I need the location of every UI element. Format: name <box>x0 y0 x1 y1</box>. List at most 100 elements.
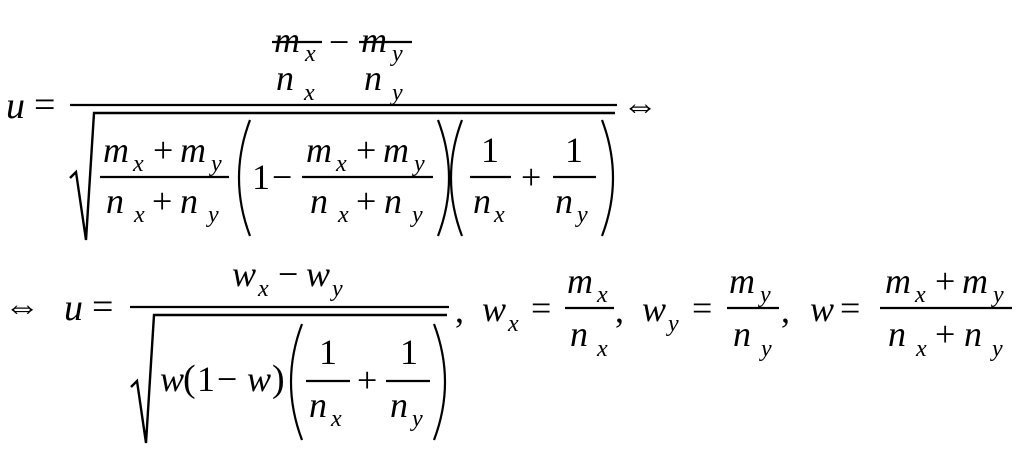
subscript-y: y <box>206 202 219 228</box>
subscript-y: y <box>390 41 403 67</box>
definition-w-y: w y = m y n y , <box>642 261 790 362</box>
n-variable: n <box>180 181 198 221</box>
reciprocal-sum-group-1: 1 n x + 1 n y <box>449 119 615 237</box>
subscript-y: y <box>575 202 588 228</box>
subscript-x: x <box>507 311 519 337</box>
subscript-y: y <box>410 406 423 432</box>
plus-sign: + <box>521 157 541 197</box>
comma: , <box>615 290 624 330</box>
subscript-x: x <box>493 202 505 228</box>
subscript-y: y <box>666 311 679 337</box>
minus-sign: − <box>278 254 298 294</box>
subscript-x: x <box>914 282 926 308</box>
definition-w: w = m x + m y n x + n y <box>810 261 1012 362</box>
w-variable: w <box>160 359 184 399</box>
comma: , <box>781 290 790 330</box>
square-root-symbol <box>69 111 615 241</box>
m-variable: m <box>567 261 593 301</box>
right-parenthesis: ) <box>272 358 285 400</box>
subscript-y: y <box>990 336 1003 362</box>
main-numerator: m x n x − m y n y <box>272 20 412 106</box>
left-parenthesis: ( <box>183 358 196 400</box>
comma: , <box>455 290 464 330</box>
subscript-y: y <box>410 202 423 228</box>
subscript-y: y <box>390 80 403 106</box>
right-parenthesis <box>436 119 451 237</box>
w-variable: w <box>482 289 506 329</box>
n-variable: n <box>310 181 328 221</box>
subscript-x: x <box>304 41 316 67</box>
subscript-x: x <box>335 151 347 177</box>
w-one-minus-w: w ( 1 − w ) <box>160 358 285 400</box>
w-variable: w <box>247 359 271 399</box>
minus-sign: − <box>329 22 349 62</box>
n-variable: n <box>570 314 588 354</box>
m-variable: m <box>383 130 409 170</box>
subscript-x: x <box>337 202 349 228</box>
m-variable: m <box>274 20 300 60</box>
plus-sign: + <box>935 261 955 301</box>
m-variable: m <box>180 130 206 170</box>
m-variable: m <box>306 130 332 170</box>
formula-line-1: u = m x n x − m y n y m x + m y n <box>6 20 658 241</box>
m-variable: m <box>729 261 755 301</box>
w-variable: w <box>642 289 666 329</box>
n-variable: n <box>733 314 751 354</box>
equals-sign: = <box>692 288 712 328</box>
w-variable: w <box>306 254 330 294</box>
n-variable: n <box>309 385 327 425</box>
subscript-y: y <box>412 151 425 177</box>
right-parenthesis <box>432 323 447 441</box>
w-variable: w <box>810 289 834 329</box>
plus-sign: + <box>356 181 376 221</box>
subscript-x: x <box>303 80 315 106</box>
subscript-x: x <box>133 202 145 228</box>
equals-sign: = <box>531 288 551 328</box>
left-parenthesis <box>237 119 252 237</box>
subscript-y: y <box>991 282 1004 308</box>
n-variable: n <box>473 181 491 221</box>
subscript-y: y <box>330 276 343 302</box>
subscript-x: x <box>596 282 608 308</box>
n-variable: n <box>364 58 382 98</box>
subscript-x: x <box>915 336 927 362</box>
n-variable: n <box>888 314 906 354</box>
number-one: 1 <box>400 332 418 372</box>
minus-sign: − <box>217 359 237 399</box>
m-variable: m <box>885 261 911 301</box>
formula-line-2: ⇔ u = w x − w y w ( 1 − w ) 1 n x <box>4 254 1012 444</box>
equivalence-arrow: ⇔ <box>622 85 658 125</box>
w-variable: w <box>232 254 256 294</box>
one-minus-w-group: 1 − m x + m y n x + n y <box>237 119 451 237</box>
right-parenthesis <box>600 119 615 237</box>
equals-sign: = <box>92 286 113 328</box>
square-root-symbol <box>130 313 447 444</box>
subscript-x: x <box>132 151 144 177</box>
plus-sign: + <box>153 130 173 170</box>
subscript-y: y <box>209 151 222 177</box>
n-variable: n <box>390 385 408 425</box>
subscript-x: x <box>596 336 608 362</box>
subscript-y: y <box>759 336 772 362</box>
number-one: 1 <box>565 130 583 170</box>
m-variable: m <box>962 261 988 301</box>
plus-sign: + <box>356 130 376 170</box>
subscript-y: y <box>758 282 771 308</box>
line2-numerator: w x − w y <box>232 254 343 302</box>
equivalence-arrow: ⇔ <box>4 286 40 326</box>
plus-sign: + <box>935 314 955 354</box>
equals-sign: = <box>34 84 55 126</box>
plus-sign: + <box>357 360 377 400</box>
equals-sign: = <box>840 288 860 328</box>
left-parenthesis <box>289 323 304 441</box>
number-one: 1 <box>197 359 215 399</box>
m-variable: m <box>103 130 129 170</box>
n-variable: n <box>555 181 573 221</box>
u-variable: u <box>64 287 83 329</box>
plus-sign: + <box>152 181 172 221</box>
definition-w-x: w x = m x n x , <box>482 261 624 362</box>
n-variable: n <box>964 314 982 354</box>
number-one: 1 <box>481 130 499 170</box>
subscript-x: x <box>330 406 342 432</box>
